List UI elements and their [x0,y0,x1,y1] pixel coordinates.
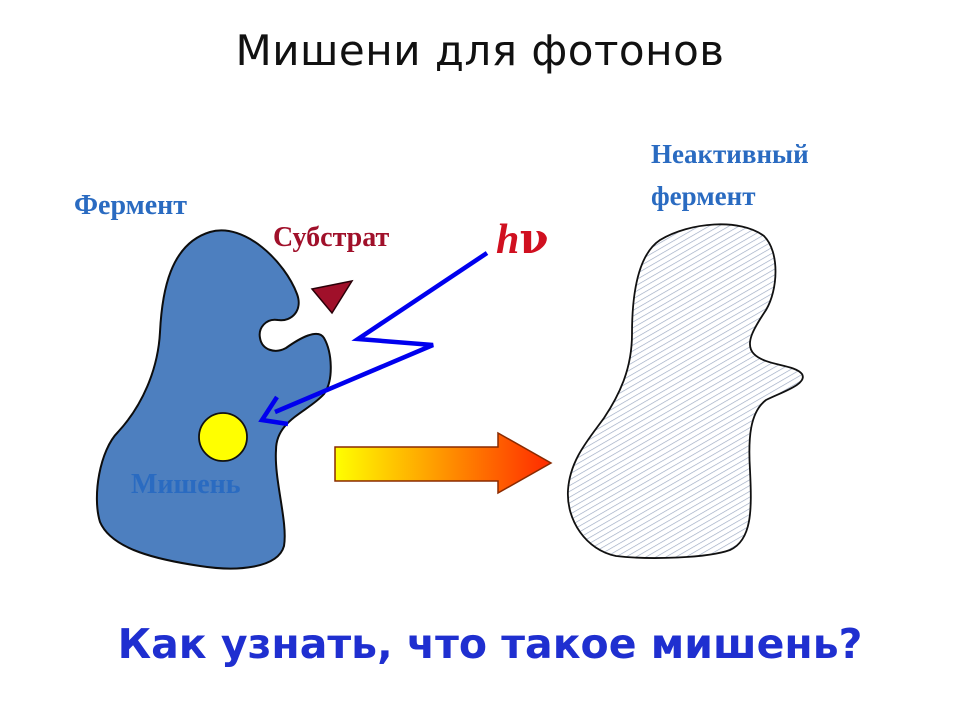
target-label: Мишень [131,469,241,500]
photon-bolt [274,251,489,415]
inactive-enzyme-shape [567,223,804,559]
inactive-enzyme-label: Неактивный фермент [651,139,809,211]
substrate-label: Субстрат [273,222,390,253]
question-text: Как узнать, что такое мишень? [117,620,863,668]
enzyme-shape [95,229,332,570]
enzyme-label: Фермент [74,190,188,221]
transition-arrow [334,431,553,495]
photon-label-nu: ν [519,214,549,263]
target-circle [198,412,248,462]
photon-label: hν [496,214,549,264]
page-title: Мишени для фотонов [235,26,725,75]
photon-bolt-arrowhead [258,395,289,427]
substrate-triangle [310,279,354,315]
photon-label-h: h [496,217,520,263]
